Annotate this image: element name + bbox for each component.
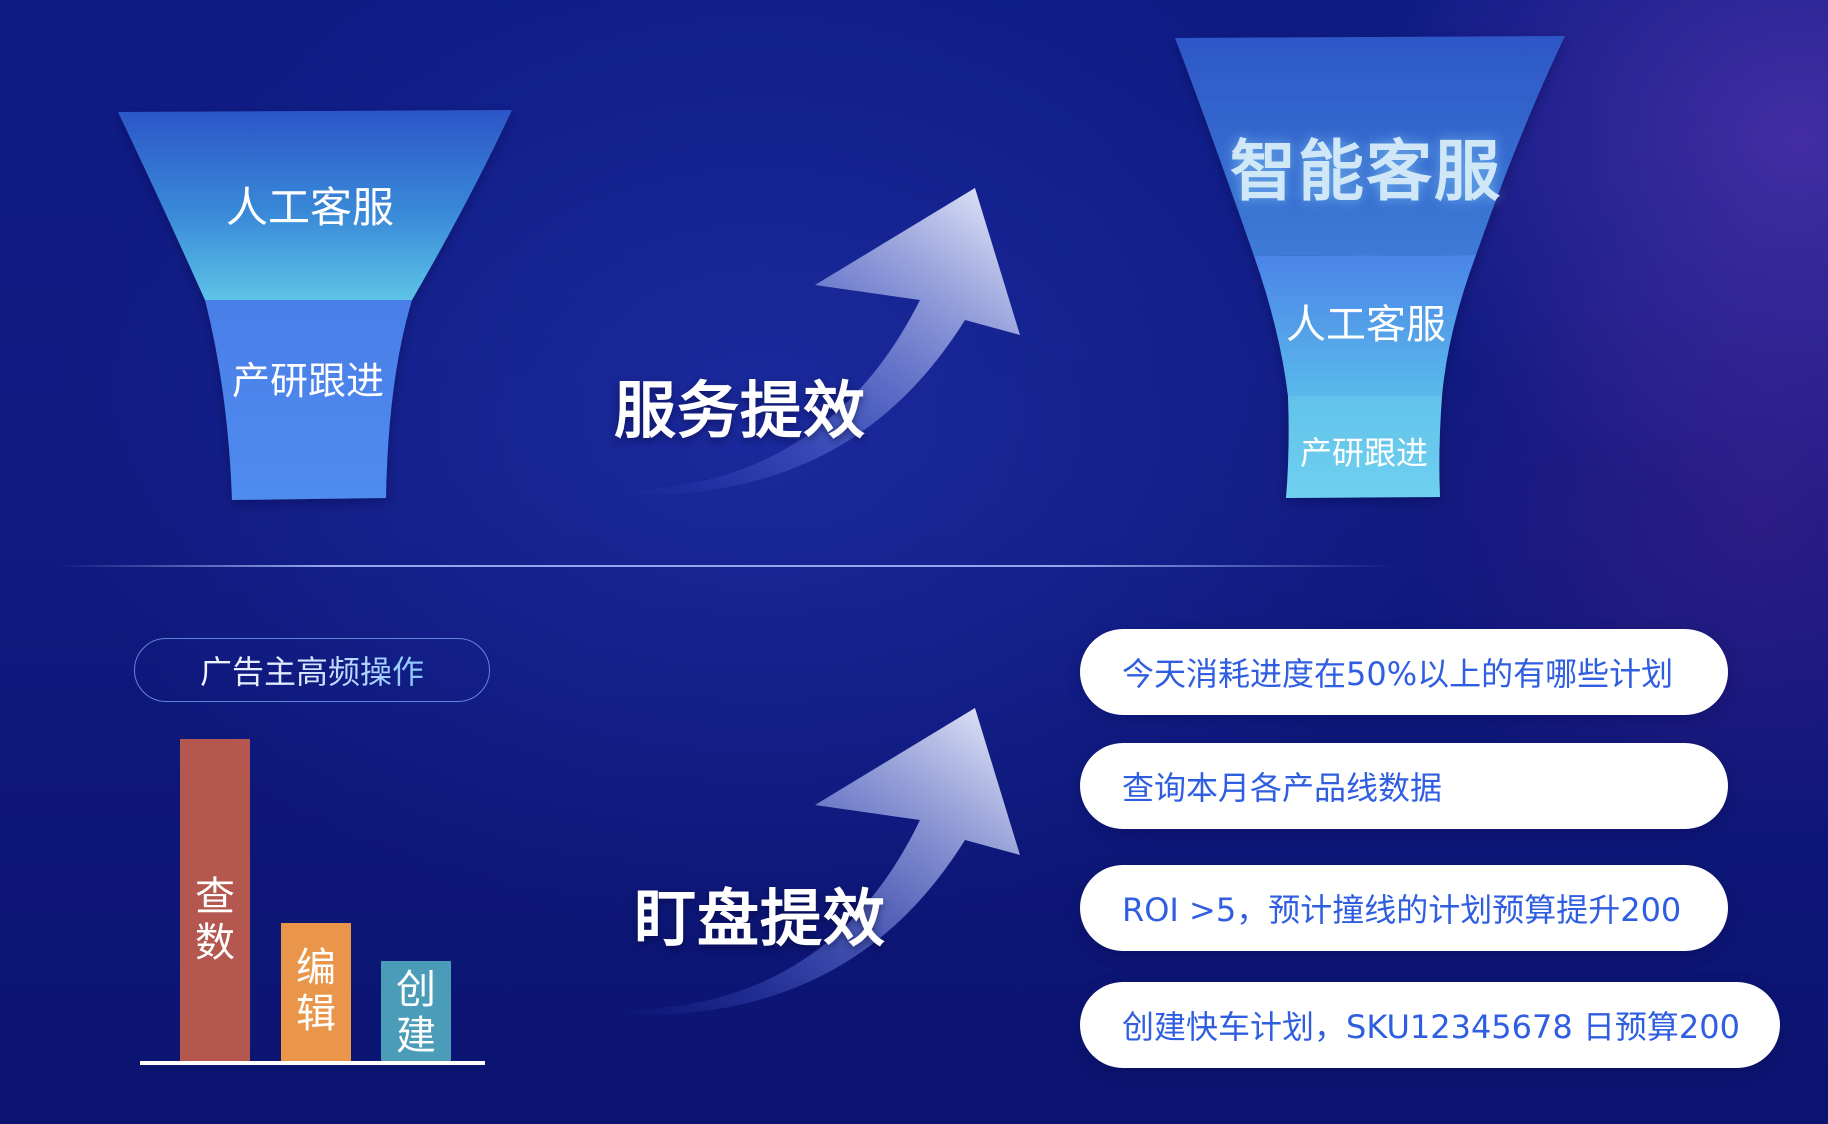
left-funnel-upper-label: 人工客服 <box>225 183 395 232</box>
bar-query-data: 查 数 <box>180 739 250 1061</box>
monitor-arrow <box>620 708 1020 1016</box>
left-funnel-lower-label: 产研跟进 <box>231 359 385 403</box>
advertiser-ops-tag: 广告主高频操作 <box>134 638 490 702</box>
bar-query-data-label-2: 数 <box>195 920 235 966</box>
section-divider <box>55 565 1395 567</box>
service-efficiency-label: 服务提效 <box>614 374 867 447</box>
right-funnel-middle-label: 人工客服 <box>1286 302 1446 348</box>
right-funnel-top <box>1175 36 1565 256</box>
smart-service-title: 智能客服 <box>1230 133 1502 210</box>
bar-query-data-label-1: 查 <box>195 874 235 920</box>
bar-create-label-2: 建 <box>396 1013 436 1059</box>
left-funnel-lower <box>205 300 412 500</box>
right-funnel-lower-label: 产研跟进 <box>1299 434 1429 472</box>
bar-edit: 编 辑 <box>281 923 351 1061</box>
left-funnel-upper <box>118 110 512 300</box>
bar-edit-label-1: 编 <box>296 945 336 991</box>
right-funnel <box>1175 36 1565 498</box>
right-funnel-bottom <box>1286 396 1442 498</box>
query-pill-consumption-progress[interactable]: 今天消耗进度在50%以上的有哪些计划 <box>1080 629 1728 715</box>
bar-edit-label-2: 辑 <box>296 991 336 1037</box>
query-pill-roi-budget-increase[interactable]: ROI >5，预计撞线的计划预算提升200 <box>1080 865 1728 951</box>
service-arrow <box>620 188 1020 496</box>
query-pill-create-campaign[interactable]: 创建快车计划，SKU12345678 日预算200 <box>1080 982 1780 1068</box>
right-funnel-middle <box>1254 255 1476 396</box>
bar-baseline <box>140 1061 485 1065</box>
left-funnel <box>118 110 512 500</box>
bar-create-label-1: 创 <box>396 967 436 1013</box>
advertiser-ops-tag-frame <box>134 638 490 702</box>
monitor-efficiency-label: 盯盘提效 <box>634 882 887 955</box>
bar-create: 创 建 <box>381 961 451 1061</box>
query-pill-monthly-product-lines[interactable]: 查询本月各产品线数据 <box>1080 743 1728 829</box>
